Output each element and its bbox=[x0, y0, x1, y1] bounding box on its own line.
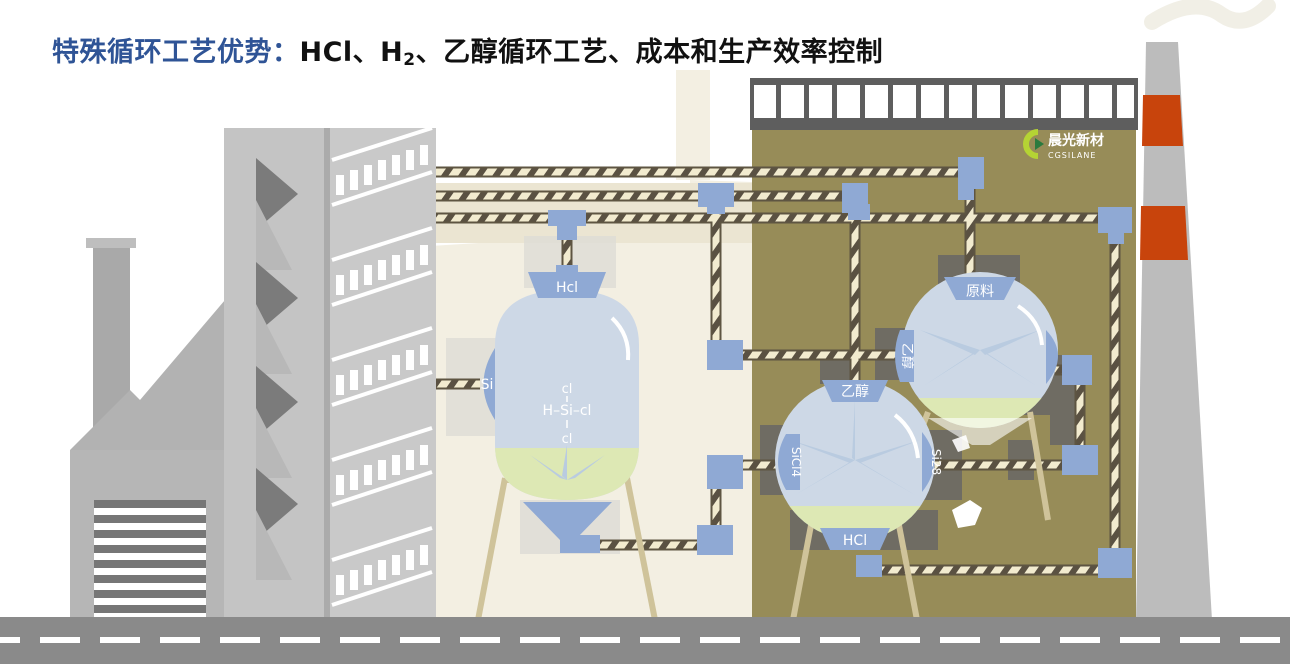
chimney-band-1 bbox=[1142, 95, 1183, 146]
left-top-port-label: 乙醇 bbox=[841, 383, 869, 400]
left-left-port bbox=[778, 434, 800, 490]
back-chimney bbox=[676, 70, 710, 180]
title-part2: 、乙醇循环工艺、成本和生产效率控制 bbox=[415, 37, 884, 68]
main-reactor: Hcl Si cl H–Si–cl cl bbox=[475, 265, 658, 621]
conveyor-stripes bbox=[331, 126, 433, 607]
chimney-band-2 bbox=[1140, 206, 1188, 260]
left-left-port-label: SiCl4 bbox=[789, 447, 803, 477]
title-subscript: 2 bbox=[403, 50, 416, 70]
left-right-port-label: Si28 bbox=[929, 449, 943, 475]
company-logo: 晨光新材 CGSILANE bbox=[1023, 129, 1104, 160]
material-cube bbox=[952, 500, 982, 528]
main-top-port bbox=[528, 272, 606, 298]
formula-top: cl bbox=[562, 382, 573, 397]
decor-swoosh bbox=[1144, 0, 1276, 30]
title-part1: HCl、H bbox=[299, 37, 404, 68]
page-title: 特殊循环工艺优势：HCl、H2、乙醇循环工艺、成本和生产效率控制 bbox=[52, 30, 883, 70]
formula-bottom: cl bbox=[562, 432, 573, 447]
logo-name: 晨光新材 bbox=[1048, 132, 1104, 149]
right-left-port bbox=[895, 330, 914, 382]
right-right-port bbox=[1046, 330, 1058, 384]
formula-middle: H–Si–cl bbox=[543, 403, 592, 419]
logo-mark-icon bbox=[1023, 129, 1039, 159]
left-right-port bbox=[922, 432, 934, 492]
title-prefix: 特殊循环工艺优势： bbox=[52, 37, 300, 68]
logo-subtext: CGSILANE bbox=[1048, 151, 1096, 160]
left-bottom-port bbox=[820, 528, 890, 550]
right-left-port-label: 乙醇 bbox=[899, 343, 915, 369]
road-markings bbox=[0, 637, 1280, 643]
left-bottom-port-label: HCl bbox=[843, 533, 867, 549]
main-top-port-label: Hcl bbox=[556, 280, 578, 296]
tall-chimney bbox=[1136, 42, 1212, 620]
plant-rail bbox=[752, 80, 1136, 128]
tower-triangles bbox=[256, 158, 298, 580]
main-bottom-port bbox=[523, 502, 612, 540]
right-top-port bbox=[944, 277, 1016, 300]
right-top-port-label: 原料 bbox=[966, 284, 994, 300]
pipe-fittings bbox=[548, 157, 1132, 578]
main-side-port bbox=[483, 348, 495, 420]
left-top-port bbox=[822, 380, 888, 402]
main-side-port-label: Si bbox=[481, 377, 494, 393]
